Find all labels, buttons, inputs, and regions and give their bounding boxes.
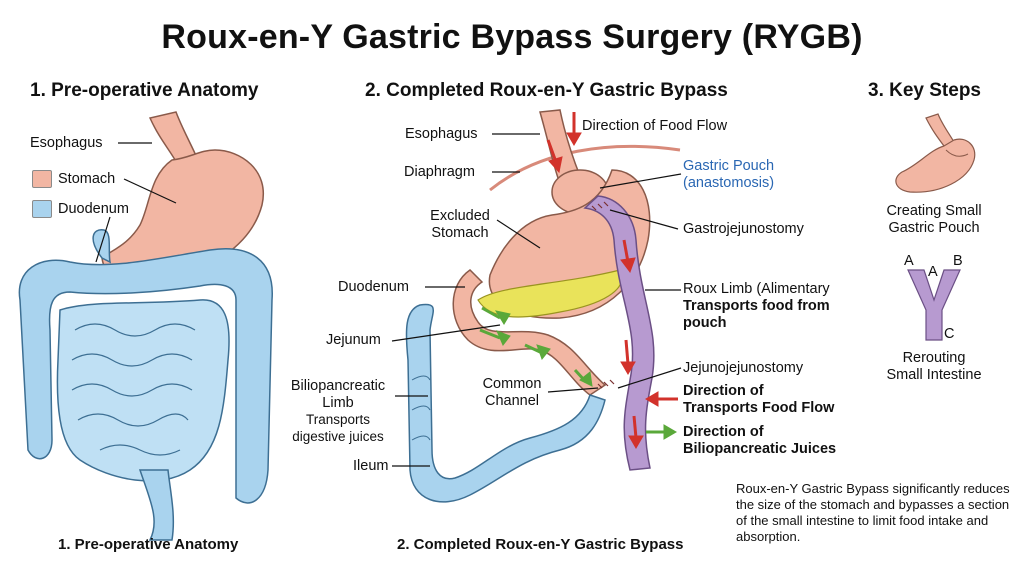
label-biliopancreatic-limb: Biliopancreatic Limb (290, 378, 386, 411)
label-direction-food-flow: Direction of Food Flow (582, 118, 728, 134)
panel3-steps-illustration (895, 113, 976, 341)
legend-label-stomach: Stomach (58, 170, 116, 187)
legend-swatch-duodenum (32, 200, 52, 218)
y-label-c: C (944, 326, 955, 342)
label-ileum: Ileum (353, 458, 389, 474)
label-duodenum: Duodenum (338, 279, 409, 295)
y-intestine-shape (907, 269, 961, 341)
label-diaphragm: Diaphragm (404, 164, 475, 180)
step-caption-pouch: Creating Small Gastric Pouch (886, 203, 982, 236)
label-biliopancreatic-note: Transports digestive juices (292, 412, 384, 444)
y-label-b: B (953, 253, 963, 269)
pancreas-shape (477, 269, 623, 318)
caption-preop: 1. Pre-operative Anatomy (58, 536, 239, 553)
roux-limb-shape (583, 195, 655, 471)
panel1-anatomy-illustration (18, 111, 273, 541)
label-roux-limb: Roux Limb (Alimentary Transports food fr… (683, 281, 830, 331)
section-title-bypass: 2. Completed Roux-en-Y Gastric Bypass (365, 80, 728, 101)
description-text: Roux-en-Y Gastric Bypass significantly r… (736, 481, 1010, 544)
section-title-preop: 1. Pre-operative Anatomy (30, 80, 259, 101)
legend-label-duodenum: Duodenum (58, 200, 129, 217)
y-label-a-mid: A (928, 264, 938, 280)
panel2-bypass-illustration (391, 109, 682, 503)
step-caption-rerouting: Rerouting Small Intestine (886, 350, 982, 383)
label-direction-food-legend: Direction of Transports Food Flow (683, 383, 835, 416)
duodenum-shape (92, 229, 111, 264)
label-direction-juices-legend: Direction of Biliopancreatic Juices (683, 424, 837, 457)
caption-bypass: 2. Completed Roux-en-Y Gastric Bypass (397, 536, 684, 553)
section-title-steps: 3. Key Steps (868, 80, 981, 101)
page-title: Roux-en-Y Gastric Bypass Surgery (RYGB) (161, 18, 863, 56)
y-label-a-left: A (904, 253, 914, 269)
label-jejunum: Jejunum (326, 332, 381, 348)
label-gastric-pouch: Gastric Pouch (anastomosis) (683, 158, 775, 191)
label-gastrojejunostomy: Gastrojejunostomy (683, 221, 804, 237)
legend-duodenum: Duodenum (32, 200, 129, 218)
label-esophagus-2: Esophagus (405, 126, 478, 142)
label-excluded-stomach: Excluded Stomach (430, 208, 490, 241)
diaphragm-shape (489, 144, 681, 192)
rectum-shape (138, 469, 175, 541)
legend-swatch-stomach (32, 170, 52, 188)
mini-esophagus-shape (925, 113, 955, 147)
legend-stomach: Stomach (32, 170, 115, 188)
ileum-shape (405, 303, 606, 503)
small-intestine-shape (56, 299, 230, 482)
mini-pouch-shape (895, 138, 976, 193)
label-common-channel: Common Channel (482, 376, 542, 409)
colon-shape (18, 248, 273, 504)
label-esophagus: Esophagus (30, 135, 103, 151)
label-jejunojejunostomy: Jejunojejunostomy (683, 360, 804, 376)
